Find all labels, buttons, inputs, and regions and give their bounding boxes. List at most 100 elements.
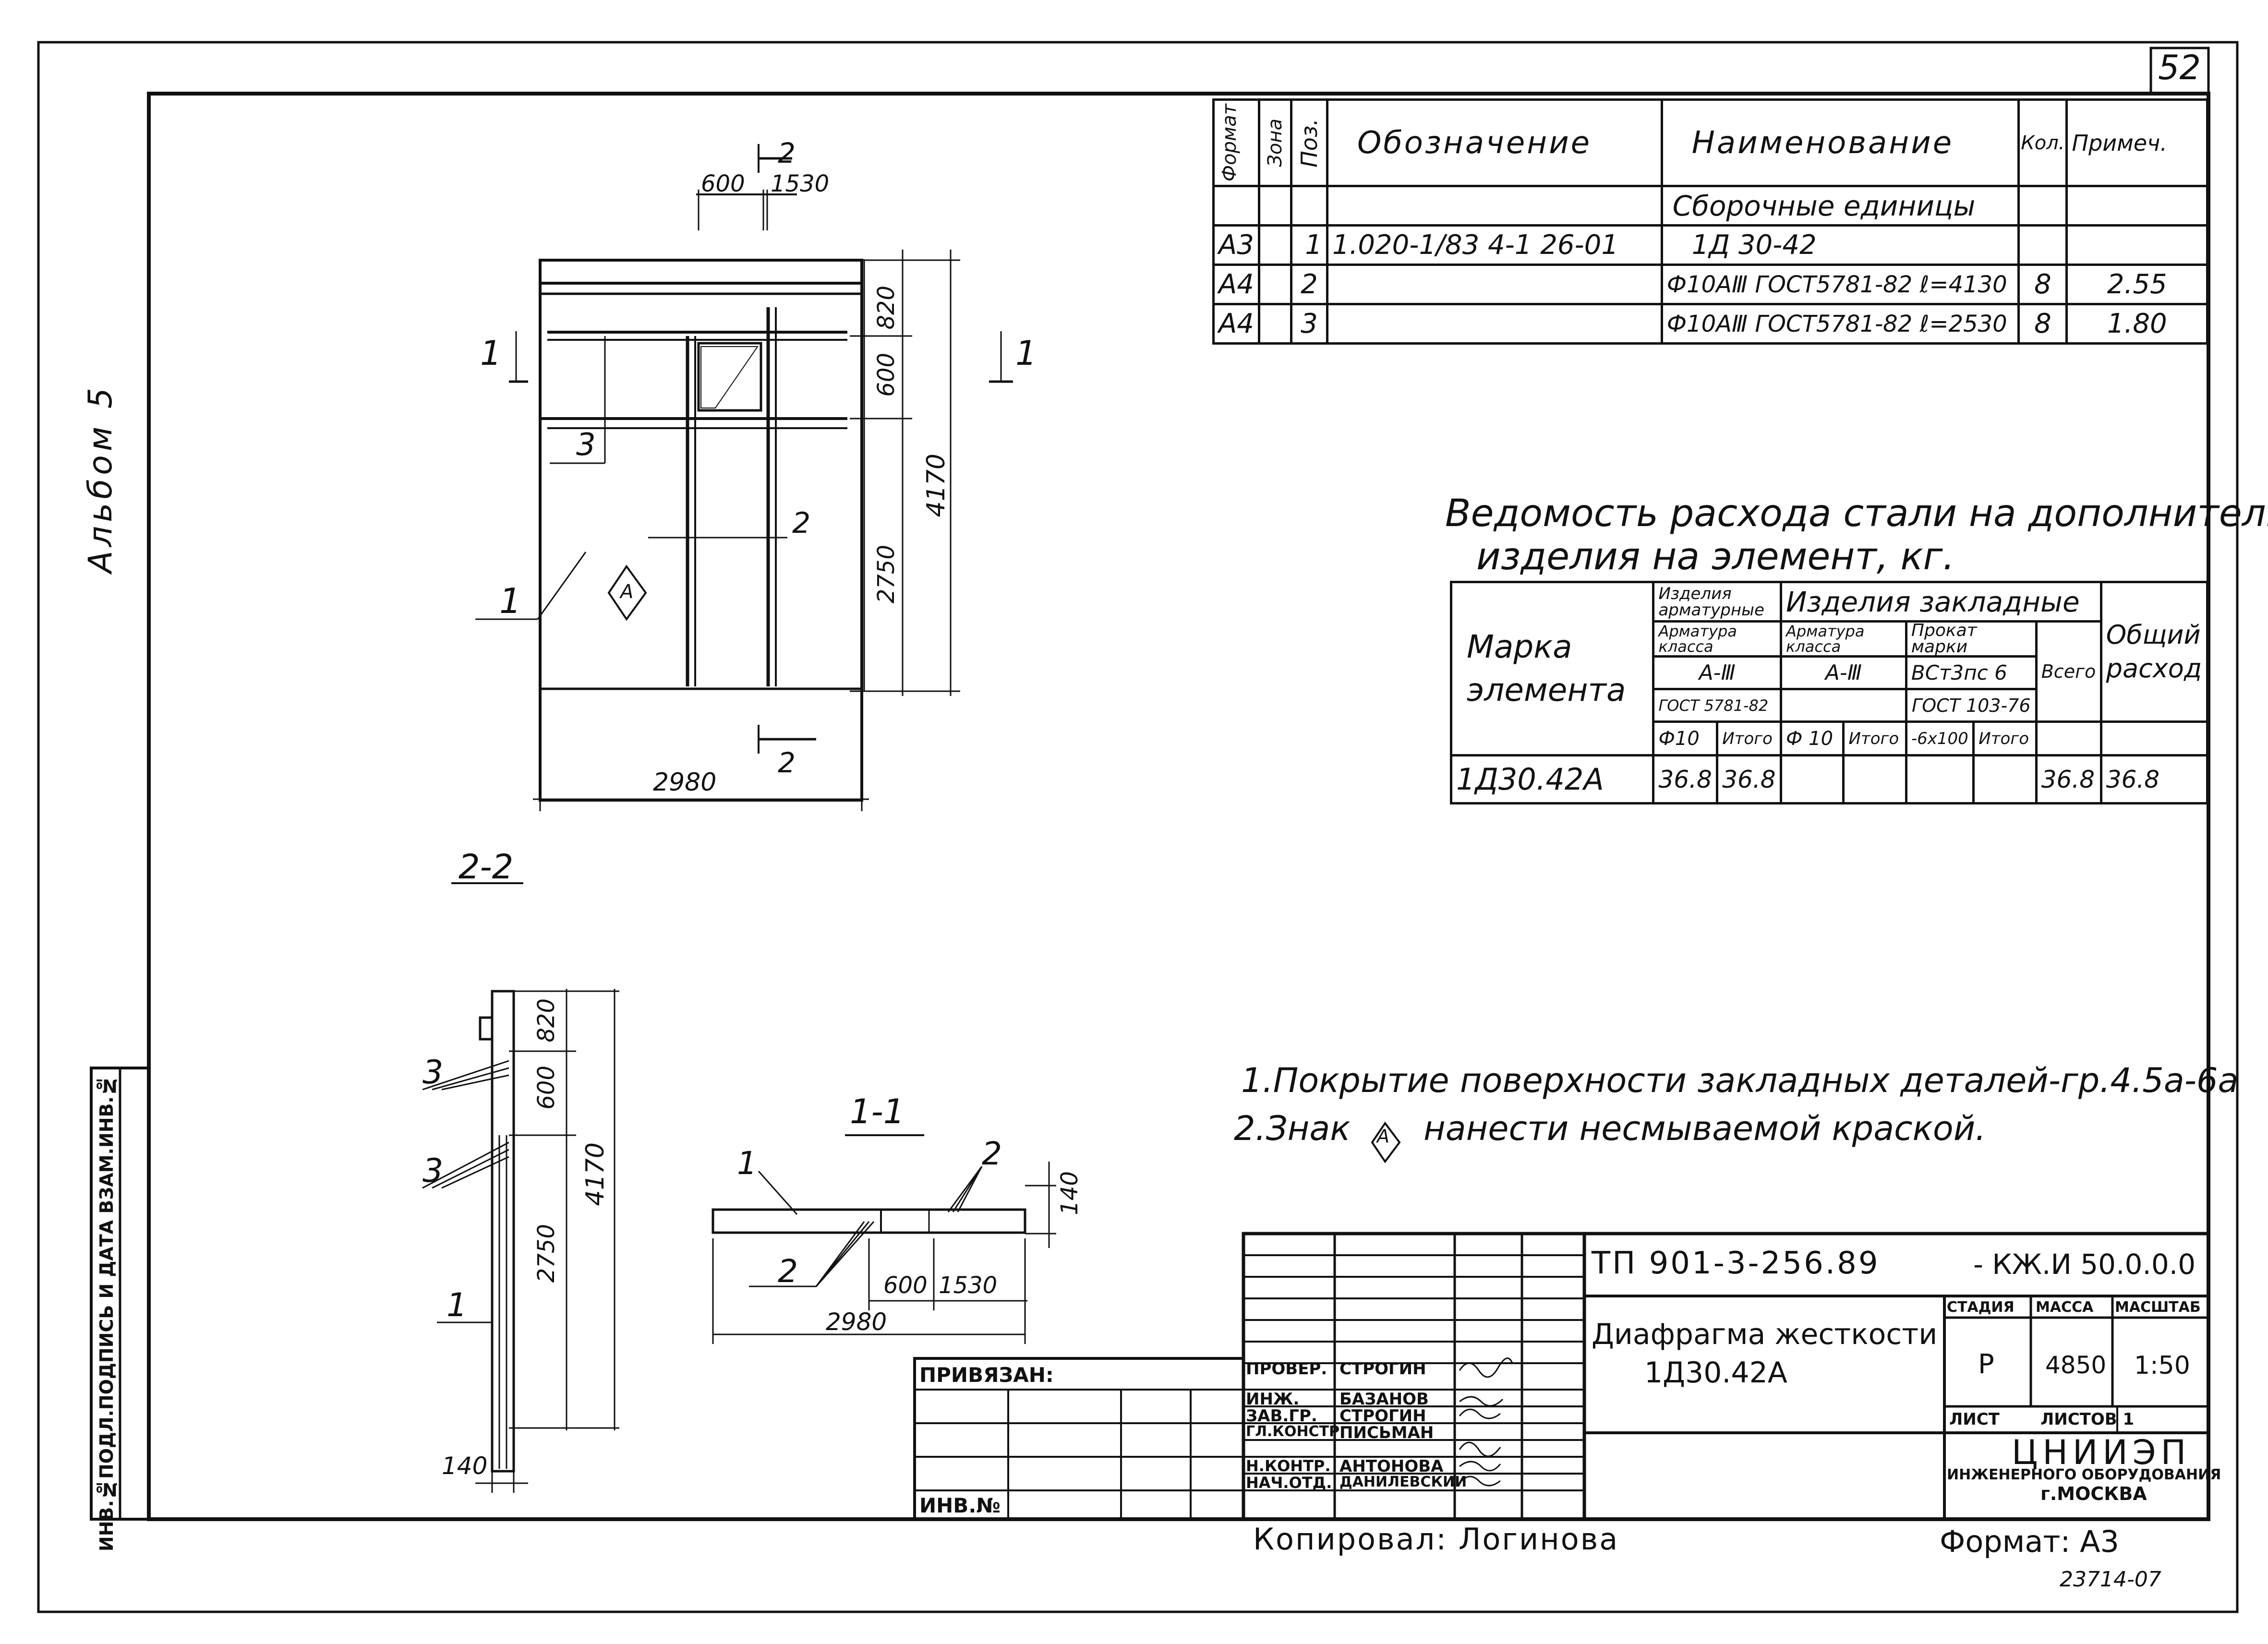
scale-value: 1:50	[2134, 1351, 2190, 1380]
product-name-1: Диафрагма жесткости	[1592, 1318, 1938, 1351]
signer-role: Н.КОНТР.	[1246, 1457, 1331, 1475]
cell-qty	[2017, 224, 2068, 266]
h-embedded: Изделия закладные	[1780, 581, 2102, 623]
h-f10b: Ф 10	[1780, 720, 1845, 756]
h-reinf-class-1: Арматура класса	[1652, 620, 1783, 658]
pos-22-3b: 3	[422, 1152, 444, 1190]
note-2-mark: А	[1377, 1126, 1389, 1147]
scale-header: МАСШТАБ	[2115, 1299, 2201, 1316]
hdr-qty: Кол.	[2017, 98, 2068, 187]
row-total: 36.8	[2035, 754, 2102, 804]
hdr-note: Примеч.	[2065, 98, 2208, 187]
stage-value: Р	[1978, 1349, 1994, 1380]
spec-table: Формат Зона Поз. Обозначение Наименовани…	[1212, 98, 2208, 345]
cell-note: 2.55	[2065, 264, 2208, 305]
section-2-2-title: 2-2	[458, 847, 514, 887]
signer-name: ДАНИЛЕВСКИЙ	[1339, 1474, 1467, 1490]
dim-11-600: 600	[883, 1272, 928, 1299]
steel-table: Марка элемента Изделия арматурные Издели…	[1449, 581, 2209, 804]
note-2-start: 2.Знак	[1234, 1109, 1351, 1148]
pos-22-3a: 3	[422, 1054, 444, 1092]
section-1-1-title: 1-1	[850, 1092, 905, 1131]
doc-code-suffix: - КЖ.И 50.0.0.0	[1973, 1248, 2196, 1281]
cell-qty: 8	[2017, 264, 2068, 305]
h-steel: ВСт3пс 6	[1905, 655, 2038, 690]
pos-2-label: 2	[792, 506, 811, 540]
signer-name: СТРОГИН	[1339, 1359, 1426, 1379]
h-a3-2: А-Ⅲ	[1780, 655, 1907, 690]
dim-1530-top: 1530	[771, 170, 830, 197]
bound-label: ПРИВЯЗАН:	[919, 1363, 1054, 1387]
sheet-header: ЛИСТ	[1949, 1410, 2000, 1429]
table-row: 1Д30.42А 36.8 36.8 36.8 36.8	[1449, 754, 2209, 804]
h-f10: Ф10	[1652, 720, 1719, 756]
h-total-use: Общий расход	[2099, 581, 2209, 723]
dim-11-1530: 1530	[939, 1272, 998, 1299]
cell-designation: 1.020-1/83 4-1 26-01	[1326, 224, 1663, 266]
hdr-designation: Обозначение	[1326, 98, 1663, 187]
org-name-3: г.МОСКВА	[2040, 1483, 2147, 1504]
h-strip: -6х100	[1905, 720, 1975, 756]
cut-label-top: 2	[778, 137, 796, 169]
cell-format: А4	[1212, 303, 1260, 345]
section-mark-left: 1	[480, 334, 502, 373]
pos-11-2b: 2	[778, 1253, 798, 1290]
title-block-lines	[913, 1232, 2210, 1521]
signer-role: ГЛ.КОНСТР.	[1246, 1423, 1345, 1440]
spec-section-title: Сборочные единицы	[1660, 185, 2020, 227]
row-general: 36.8	[2099, 754, 2209, 804]
dim-11-2980: 2980	[826, 1308, 887, 1336]
h-gost2: ГОСТ 103-76	[1905, 688, 2038, 723]
cell-designation	[1326, 264, 1663, 305]
product-name-2: 1Д30.42А	[1644, 1356, 1787, 1390]
row-itogo: 36.8	[1716, 754, 1783, 804]
sheets-header: ЛИСТОВ 1	[2040, 1410, 2135, 1429]
cell-pos: 1	[1290, 224, 1328, 266]
section-1-1	[712, 1134, 1056, 1344]
h-mark: Марка элемента	[1449, 581, 1655, 756]
section-mark-right: 1	[1015, 334, 1037, 373]
signer-role: ИНЖ.	[1246, 1390, 1300, 1409]
cell-note	[2065, 224, 2208, 266]
pos-11-1: 1	[737, 1145, 757, 1182]
cell-qty: 8	[2017, 303, 2068, 345]
steel-table-title-1: Ведомость расхода стали на дополнительны…	[1445, 492, 2268, 535]
signer-name: БАЗАНОВ	[1339, 1390, 1429, 1409]
mark-a-main: А	[620, 581, 634, 603]
order-number: 23714-07	[2060, 1567, 2161, 1592]
h-rolled: Прокат марки	[1905, 620, 2038, 658]
spec-section-row: Сборочные единицы	[1212, 185, 2208, 227]
cell-name: Ф10АⅢ ГОСТ5781-82 ℓ=2530	[1660, 303, 2020, 345]
steel-table-title-2: изделия на элемент, кг.	[1476, 535, 1955, 578]
signer-name: СТРОГИН	[1339, 1406, 1426, 1426]
cell-format: А4	[1212, 264, 1260, 305]
signer-name: АНТОНОВА	[1339, 1457, 1444, 1476]
org-name-1: ЦНИИЭП	[2012, 1433, 2191, 1472]
pos-22-1: 1	[446, 1286, 468, 1324]
row-f10: 36.8	[1652, 754, 1719, 804]
h-reinf-products: Изделия арматурные	[1652, 581, 1783, 623]
cell-pos: 2	[1290, 264, 1328, 305]
pos-11-2a: 2	[982, 1135, 1002, 1172]
table-row: А4 2 Ф10АⅢ ГОСТ5781-82 ℓ=4130 8 2.55	[1212, 264, 2208, 305]
table-row: А4 3 Ф10АⅢ ГОСТ5781-82 ℓ=2530 8 1.80	[1212, 303, 2208, 345]
table-row: А3 1 1.020-1/83 4-1 26-01 1Д 30-42	[1212, 224, 2208, 266]
copied-by: Копировал: Логинова	[1253, 1522, 1619, 1557]
main-elevation	[475, 144, 1013, 811]
note-1: 1.Покрытие поверхности закладных деталей…	[1241, 1061, 2239, 1100]
doc-code: ТП 901-3-256.89	[1592, 1246, 1880, 1281]
pos-3-label: 3	[576, 427, 596, 463]
cell-name: Ф10АⅢ ГОСТ5781-82 ℓ=4130	[1660, 264, 2020, 305]
hdr-name: Наименование	[1660, 98, 2020, 187]
cell-pos: 3	[1290, 303, 1328, 345]
cell-format: А3	[1212, 224, 1260, 266]
row-mark: 1Д30.42А	[1449, 754, 1655, 804]
signer-role: НАЧ.ОТД.	[1246, 1474, 1332, 1492]
cell-name: 1Д 30-42	[1660, 224, 2020, 266]
mass-value: 4850	[2045, 1351, 2107, 1379]
h-all: Всего	[2035, 620, 2102, 723]
inv-label: ИНВ.№	[919, 1494, 1001, 1517]
cell-note: 1.80	[2065, 303, 2208, 345]
